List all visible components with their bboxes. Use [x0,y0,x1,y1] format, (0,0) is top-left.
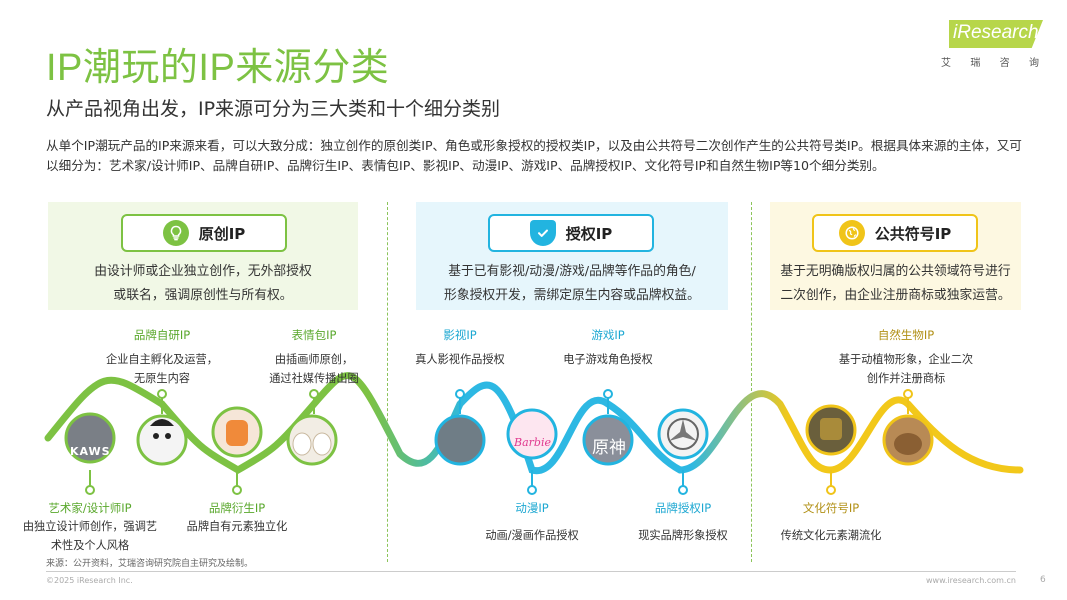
barbie-thumb-label: Barbie [514,436,551,449]
node-dot [309,389,319,399]
source-note: 来源：公开资料，艾瑞咨询研究院自主研究及绘制。 [46,559,254,569]
category-pill-licensed: 授权IP [488,214,654,252]
category-desc: 由设计师或企业独立创作，无外部授权 或联名，强调原创性与所有权。 [94,264,312,303]
page-subtitle: 从产品视角出发，IP来源可分为三大类和十个细分类别 [46,98,501,120]
kaws-thumb-label: KAWS [70,445,111,458]
bear-icon [312,432,332,456]
node-desc: 基于动植物形象，企业二次 创作并注册商标 [838,353,974,385]
node-dot [826,485,836,495]
node-dot [603,389,613,399]
category-label: 原创IP [198,224,246,243]
node-title-film: 影视IP [443,328,477,342]
page-number: 6 [1040,575,1046,585]
category-label: 授权IP [565,224,613,243]
timeline-wave [44,372,1024,475]
node-title-game: 游戏IP [591,328,625,342]
section-divider [387,202,388,562]
face-eye-icon [153,433,159,439]
category-panel-public: 公共符号IP 基于无明确版权归属的公共领域符号进行 二次创作，由企业注册商标或独… [770,202,1021,310]
node-title-culture: 文化符号IP [802,501,860,515]
node-desc: 电子游戏角色授权 [563,353,653,366]
intro-paragraph: 从单个IP潮玩产品的IP来源来看，可以大致分成：独立创作的原创类IP、角色或形象… [46,138,1022,173]
node-desc: 品牌自有元素独立化 [186,520,288,533]
node-title-brand-derived: 品牌衍生IP [208,501,266,515]
globe-icon [838,220,865,246]
mask-icon [820,418,842,440]
node-dot [678,485,688,495]
node-title-brand-licensed: 品牌授权IP [654,501,712,515]
capybara-icon [894,433,922,455]
node-title-brand-rd: 品牌自研IP [133,328,191,342]
category-pill-public: 公共符号IP [812,214,978,252]
face-eye-icon [165,433,171,439]
yuanshen-thumb-label: 原神 [592,438,626,458]
category-label: 公共符号IP [874,224,952,243]
barbie-thumbnail [506,408,558,460]
section-divider [751,202,752,562]
node-dot [232,485,242,495]
category-pill-original: 原创IP [121,214,287,252]
node-desc: 企业自主孵化及运营， 无原生内容 [106,353,218,385]
mercedes-star-icon [669,419,697,441]
node-desc: 真人影视作品授权 [415,353,505,366]
node-desc: 动画/漫画作品授权 [485,529,579,542]
node-title-anime: 动漫IP [515,501,549,515]
copyright: ©2025 iResearch Inc. [46,576,133,585]
node-title-meme: 表情包IP [291,328,337,342]
iresearch-logo: iResearch 艾 瑞 咨 询 [941,20,1043,72]
node-dot [455,389,465,399]
toy-figure-icon [226,420,248,446]
node-title-nature: 自然生物IP [877,328,935,342]
shield-check-icon [529,220,556,246]
node-desc: 传统文化元素潮流化 [780,529,882,542]
node-desc: 现实品牌形象授权 [638,529,728,542]
node-title-artist: 艺术家/设计师IP [48,501,132,515]
page-title: IP潮玩的IP来源分类 [46,47,390,89]
footer-divider [46,571,1016,572]
yuanshen-thumbnail [582,414,634,466]
category-desc: 基于已有影视/动漫/游戏/品牌等作品的角色/ 形象授权开发，需绑定原生内容或品牌… [444,264,700,303]
website-link[interactable]: www.iresearch.com.cn [926,576,1016,585]
node-desc: 由插画师原创， 通过社媒传播出圈 [269,353,359,385]
lightbulb-icon [162,220,189,246]
node-dot [157,389,167,399]
avatar-sketch-thumbnail [136,414,188,466]
node-dot [527,485,537,495]
film-still-thumbnail [434,414,486,466]
hair-icon [150,419,174,426]
category-desc: 基于无明确版权归属的公共领域符号进行 二次创作，由企业注册商标或独家运营。 [780,264,1011,303]
node-dot [85,485,95,495]
node-dot [903,389,913,399]
category-panel-original: 原创IP 由设计师或企业独立创作，无外部授权 或联名，强调原创性与所有权。 [48,202,358,310]
category-panel-licensed: 授权IP 基于已有影视/动漫/游戏/品牌等作品的角色/ 形象授权开发，需绑定原生… [416,202,728,310]
kaws-figure-thumbnail [64,412,116,464]
bear-icon [292,432,312,456]
node-desc: 由独立设计师创作，强调艺 术性及个人风格 [22,520,158,552]
